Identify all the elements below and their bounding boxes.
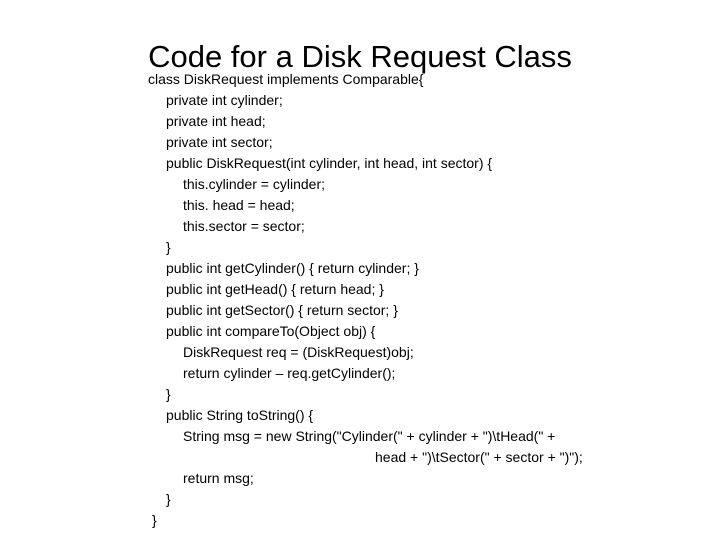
- code-line: public DiskRequest(int cylinder, int hea…: [166, 155, 493, 171]
- code-line: return cylinder – req.getCylinder();: [183, 365, 396, 381]
- page-title: Code for a Disk Request Class: [148, 38, 572, 74]
- code-line: private int sector;: [166, 134, 273, 150]
- code-line: head + ")\tSector(" + sector + ")");: [375, 449, 583, 465]
- code-listing: class DiskRequest implements Comparable{…: [148, 69, 708, 531]
- code-line: String msg = new String("Cylinder(" + cy…: [183, 428, 556, 444]
- code-line: }: [166, 239, 171, 255]
- code-line: private int head;: [166, 113, 266, 129]
- code-line: this.sector = sector;: [183, 218, 305, 234]
- code-line: public int getSector() { return sector; …: [166, 302, 398, 318]
- code-line: public int getHead() { return head; }: [166, 281, 384, 297]
- code-line: this. head = head;: [183, 197, 295, 213]
- code-line: }: [152, 512, 157, 528]
- code-line: class DiskRequest implements Comparable{: [148, 71, 424, 87]
- code-line: public int getCylinder() { return cylind…: [166, 260, 419, 276]
- code-line: return msg;: [183, 470, 254, 486]
- code-line: }: [166, 491, 171, 507]
- code-line: public String toString() {: [166, 407, 314, 423]
- code-line: private int cylinder;: [166, 92, 283, 108]
- code-line: }: [166, 386, 171, 402]
- code-line: DiskRequest req = (DiskRequest)obj;: [183, 344, 414, 360]
- code-line: this.cylinder = cylinder;: [183, 176, 326, 192]
- code-line: public int compareTo(Object obj) {: [166, 323, 376, 339]
